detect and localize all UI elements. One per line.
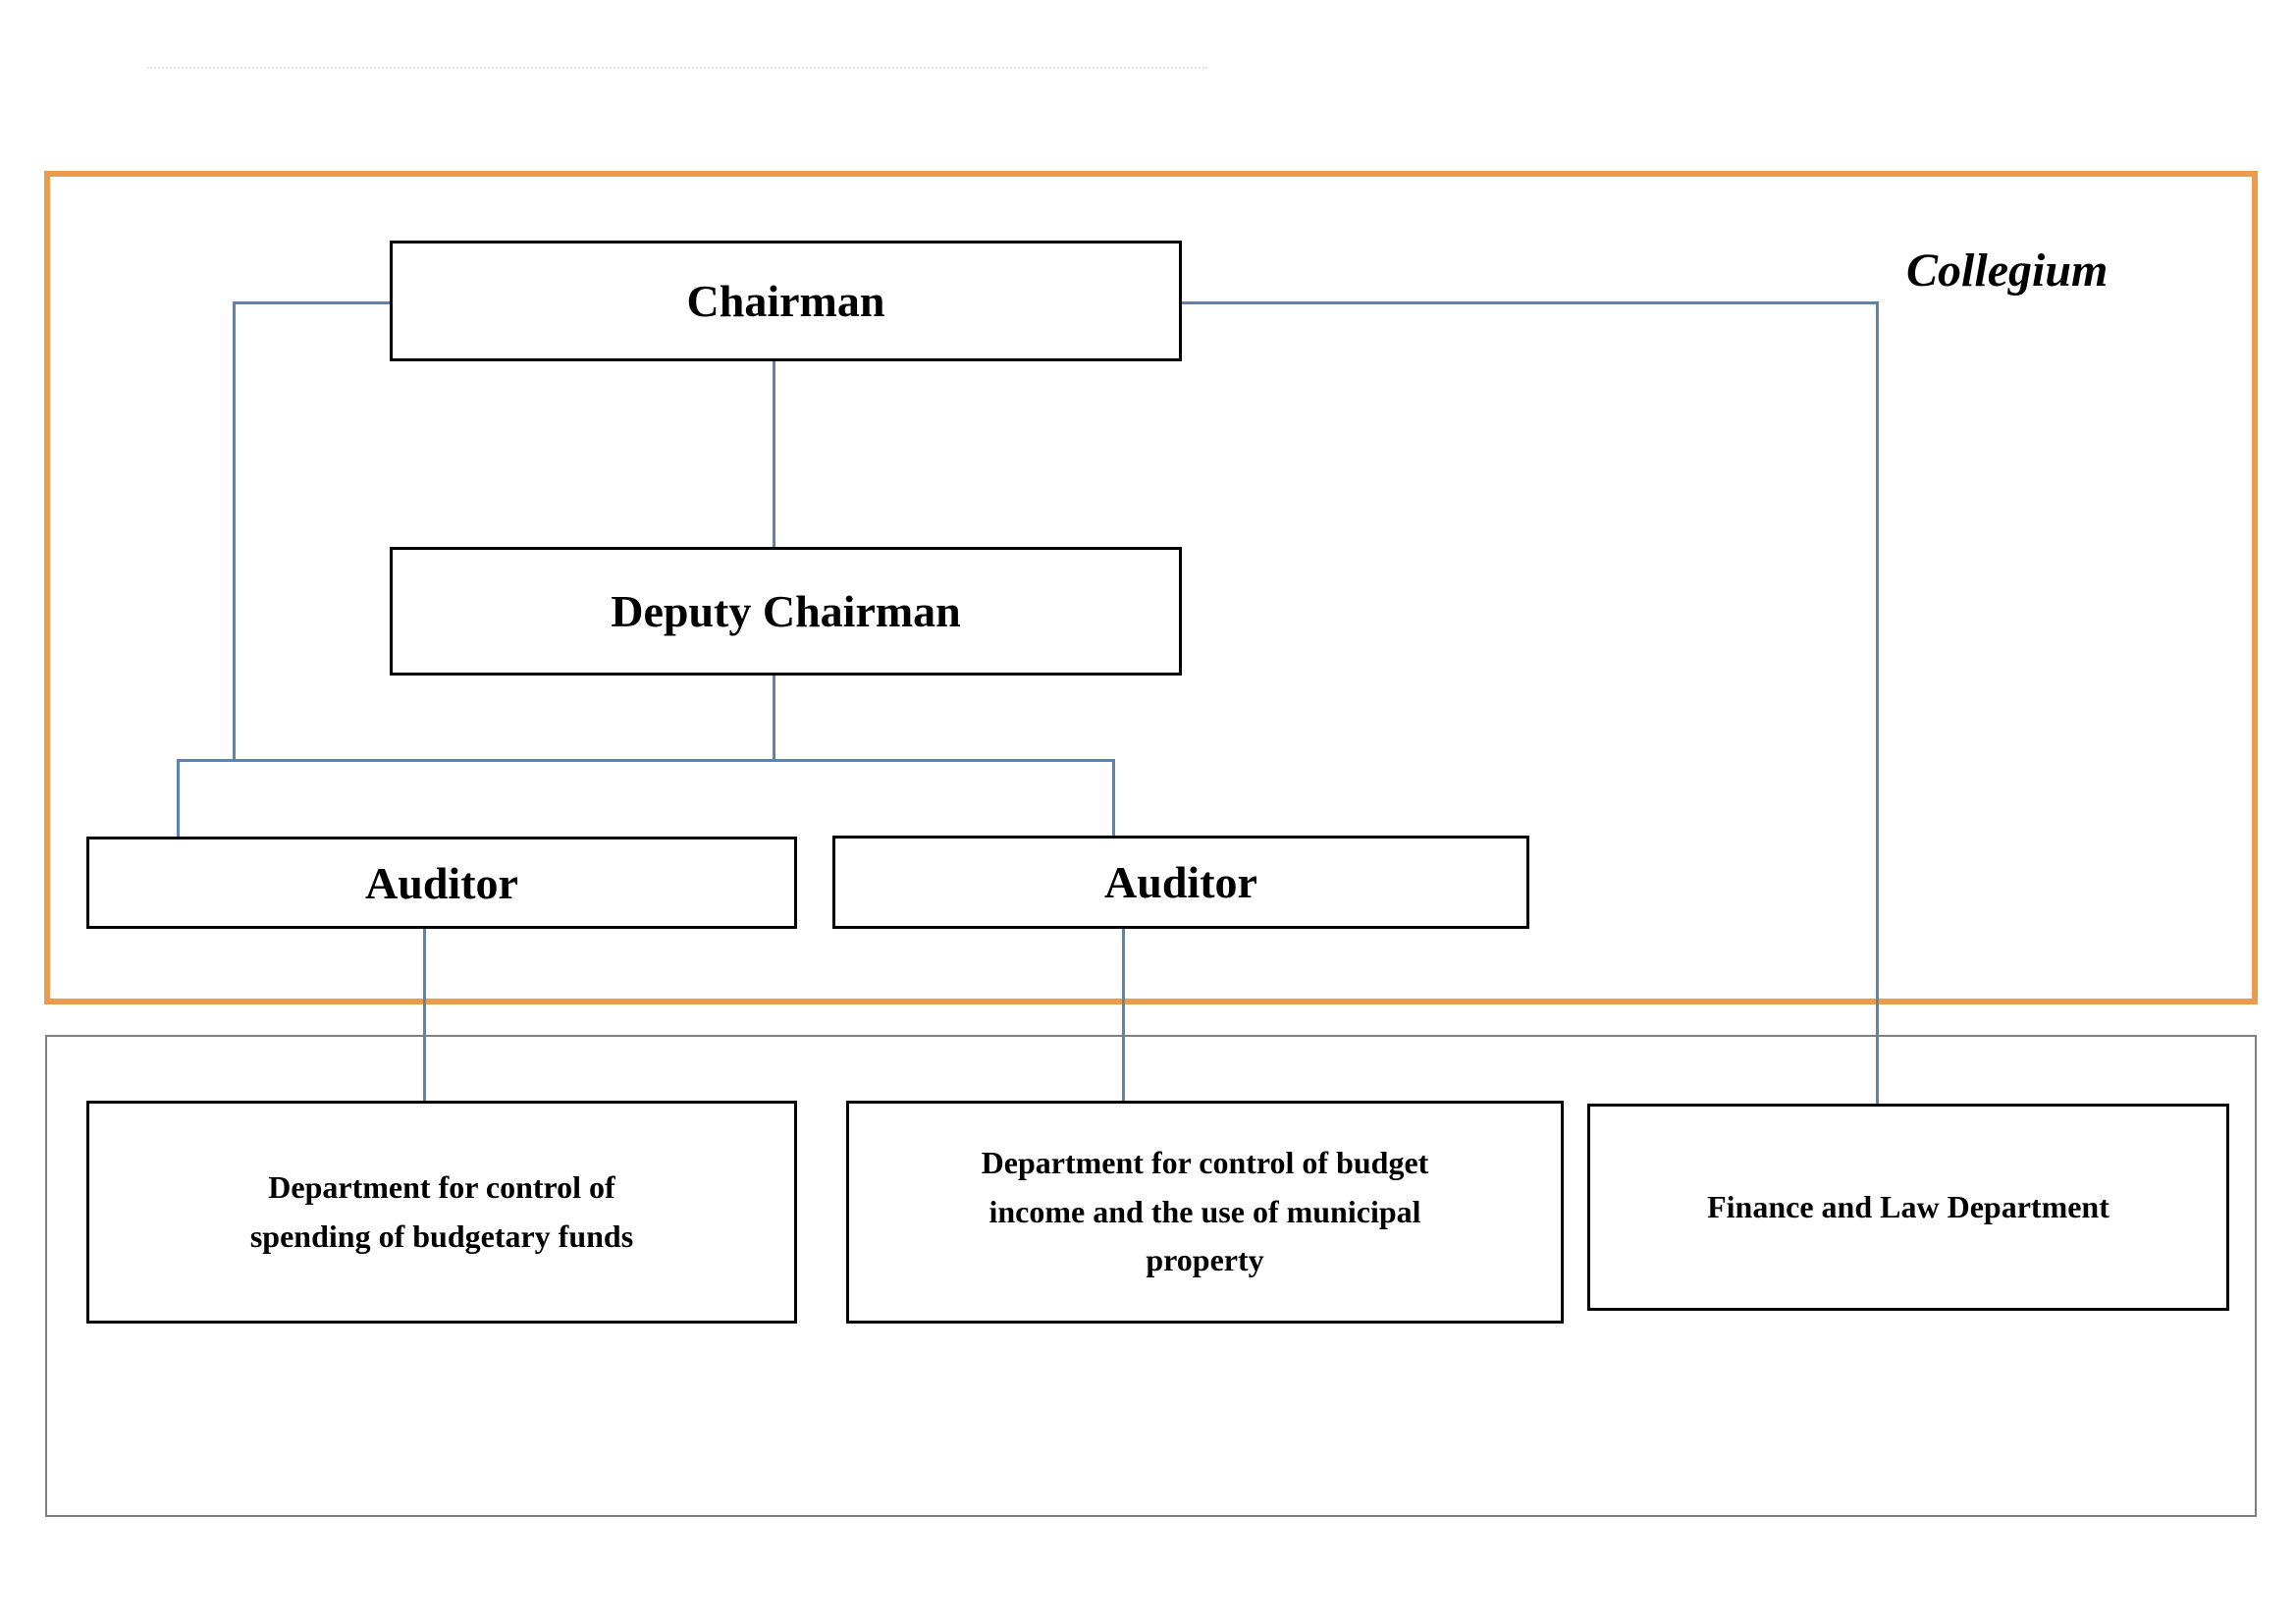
connector-chairman-left-vertical — [233, 301, 236, 760]
node-auditor-right: Auditor — [832, 836, 1529, 929]
node-dept-spending: Department for control of spending of bu… — [86, 1101, 797, 1324]
connector-chairman-to-deputy — [773, 361, 775, 547]
node-auditor-right-label: Auditor — [1104, 857, 1257, 907]
connector-chairman-right-horizontal — [1182, 301, 1877, 304]
connector-right-to-finance-vertical — [1876, 301, 1879, 1104]
connector-branch-horizontal — [177, 759, 1115, 762]
node-dept-income: Department for control of budget income … — [846, 1101, 1564, 1324]
connector-auditor-left-to-dept-spending — [423, 929, 426, 1101]
node-auditor-left: Auditor — [86, 837, 797, 929]
collegium-caption: Collegium — [1906, 244, 2109, 297]
collegium-group-frame — [44, 171, 2258, 1004]
node-deputy-chairman: Deputy Chairman — [390, 547, 1182, 676]
node-finance-law-department: Finance and Law Department — [1587, 1104, 2229, 1311]
node-dept-spending-label: Department for control of spending of bu… — [249, 1168, 634, 1254]
departments-group-frame — [45, 1035, 2257, 1517]
node-chairman: Chairman — [390, 241, 1182, 361]
connector-branch-to-auditor-right — [1112, 759, 1115, 836]
node-chairman-label: Chairman — [686, 276, 885, 326]
connector-auditor-right-to-dept-income — [1122, 927, 1125, 1101]
node-finance-law-department-label: Finance and Law Department — [1707, 1188, 2109, 1224]
node-deputy-chairman-label: Deputy Chairman — [611, 586, 961, 636]
node-auditor-left-label: Auditor — [365, 857, 518, 908]
scan-artifact-line — [147, 67, 1207, 75]
node-dept-income-label: Department for control of budget income … — [981, 1145, 1429, 1278]
connector-branch-to-auditor-left — [177, 759, 180, 837]
connector-chairman-left-horizontal — [233, 301, 390, 304]
connector-deputy-to-branch — [773, 676, 775, 760]
